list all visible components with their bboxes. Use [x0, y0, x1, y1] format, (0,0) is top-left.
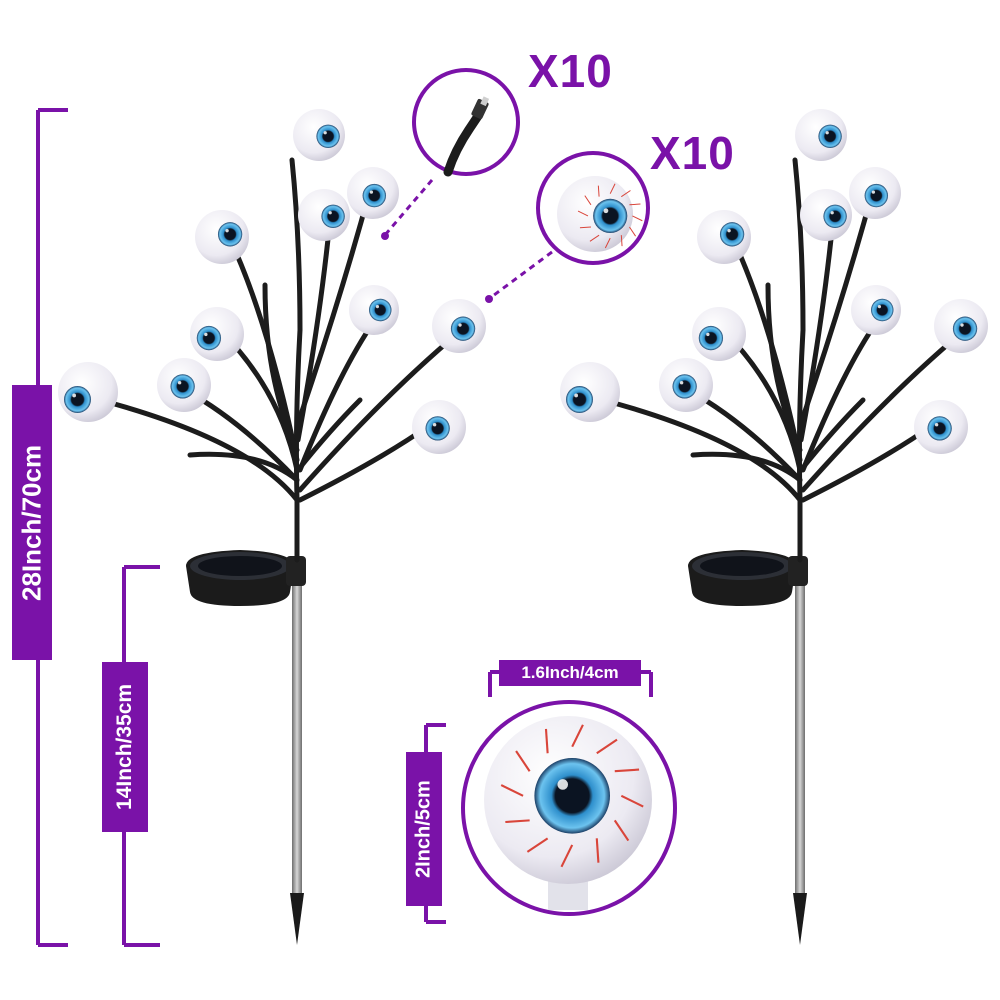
solar-panel-icon [688, 550, 808, 606]
branches [600, 157, 956, 563]
total-height-label: 28Inch/70cm [12, 385, 52, 660]
eyeball-icon [692, 307, 746, 361]
eyeball-icon [849, 167, 901, 219]
eyeball-icon [157, 358, 211, 412]
eyeball-icon [851, 285, 901, 335]
ball-height-label: 2Inch/5cm [406, 752, 442, 906]
eyeball-icon [190, 307, 244, 361]
eyeball-icon [560, 362, 620, 422]
left-stake-light [97, 157, 453, 945]
eyeball-icon [412, 400, 466, 454]
ball-width-label: 1.6Inch/4cm [499, 660, 641, 686]
eyeball-icon [432, 299, 486, 353]
eyeball-icon [934, 299, 988, 353]
eyeball-zoom-callout [485, 151, 650, 303]
eyeball-icon [293, 109, 345, 161]
cable-zoom-callout [381, 68, 520, 240]
eyeball-detail [461, 700, 677, 916]
cable-quantity-label: X10 [528, 45, 613, 97]
eyeball-icon [800, 189, 852, 241]
cable-connector-icon [443, 96, 490, 177]
stake-height-label: 14Inch/35cm [102, 662, 148, 832]
eyeball-quantity-label: X10 [650, 127, 735, 179]
eyeball-icon [659, 358, 713, 412]
eyeball-icon [195, 210, 249, 264]
eyeball-icon [795, 109, 847, 161]
eyeball-icon [298, 189, 350, 241]
eyeball-icon [349, 285, 399, 335]
eyeball-icon [347, 167, 399, 219]
eyeball-icon [697, 210, 751, 264]
eyeballs [58, 109, 988, 454]
eyeball-icon [557, 176, 643, 252]
solar-panel-icon [186, 550, 306, 606]
eyeball-icon [484, 716, 652, 910]
eyeball-icon [58, 362, 118, 422]
eyeball-icon [914, 400, 968, 454]
eyeball-icon [557, 176, 643, 252]
eyeball-icon [484, 716, 652, 884]
branches [97, 157, 453, 563]
